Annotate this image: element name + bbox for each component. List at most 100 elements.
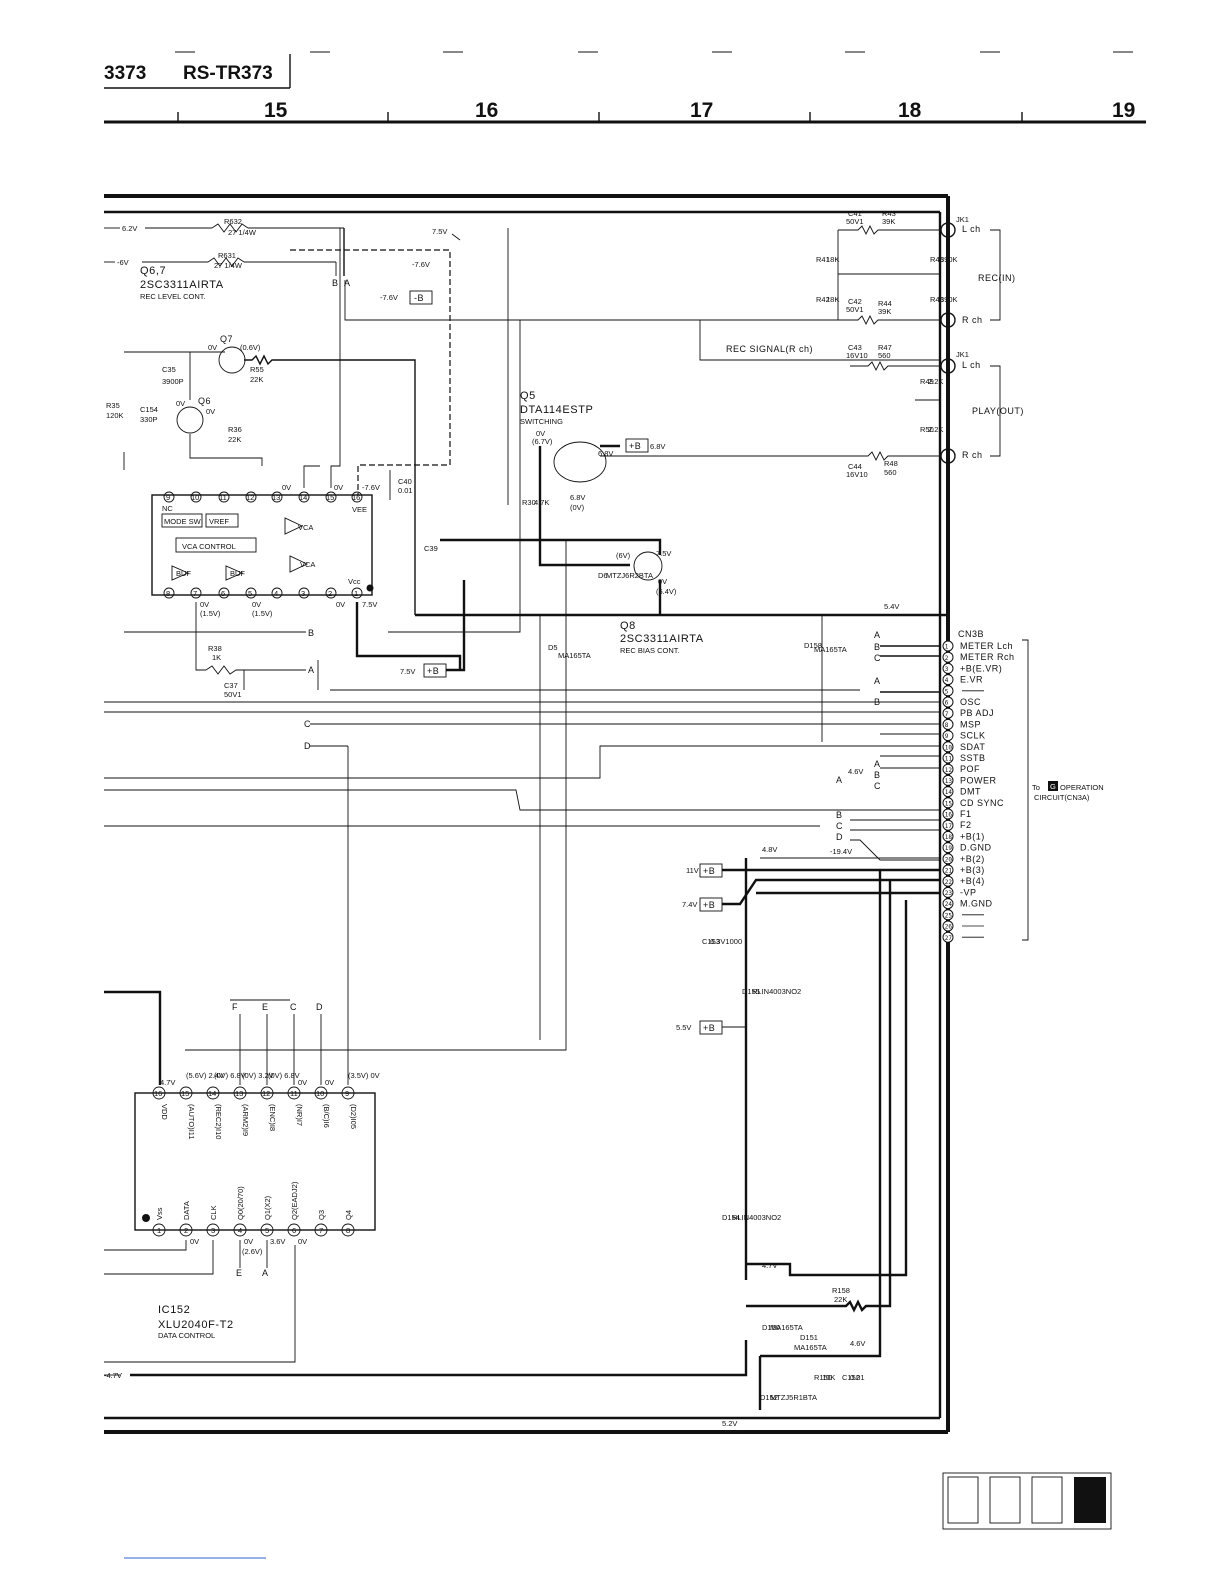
- svg-text:0V: 0V: [206, 407, 215, 416]
- cn3b-pin-number: 2: [945, 655, 949, 662]
- svg-text:50V1: 50V1: [846, 217, 864, 226]
- svg-text:5: 5: [265, 1226, 269, 1235]
- svg-text:R50: R50: [920, 425, 934, 434]
- svg-text:(AUTO)I11: (AUTO)I11: [187, 1104, 196, 1140]
- svg-text:+B: +B: [703, 866, 715, 876]
- cn3b-pin-number: 4: [945, 677, 949, 684]
- cn3b-pin-number: 21: [945, 868, 953, 875]
- cn3b-pin-21: [942, 864, 954, 876]
- ic152-pin1-dot: [142, 1214, 150, 1222]
- svg-text:6.8V: 6.8V: [570, 493, 585, 502]
- cn3b-pin-25: [942, 909, 954, 921]
- svg-text:R45: R45: [930, 255, 944, 264]
- svg-text:6.8V: 6.8V: [650, 442, 665, 451]
- cn3b-pin-number: 6: [945, 700, 949, 707]
- svg-text:G: G: [1050, 782, 1056, 791]
- svg-text:(6V): (6V): [616, 551, 631, 560]
- svg-text:13: 13: [235, 1089, 243, 1098]
- svg-text:R38: R38: [208, 644, 222, 653]
- cn3b-pin-label: M.GND: [960, 899, 993, 909]
- svg-text:2.2K: 2.2K: [928, 425, 943, 434]
- svg-text:390K: 390K: [940, 295, 958, 304]
- svg-text:R631: R631: [218, 251, 236, 260]
- svg-text:-7.6V: -7.6V: [362, 483, 380, 492]
- cn3b-pin-number: 10: [945, 744, 953, 751]
- cn3b-pin-12: [942, 763, 954, 775]
- cn3b-pin-15: [942, 797, 954, 809]
- svg-text:(ENC)I8: (ENC)I8: [268, 1104, 277, 1131]
- svg-text:3: 3: [301, 589, 305, 598]
- svg-text:XLU2040F-T2: XLU2040F-T2: [158, 1319, 234, 1331]
- q8-transistor: [633, 551, 663, 581]
- cn3b-pin-label: +B(2): [960, 854, 985, 864]
- svg-text:2: 2: [328, 589, 332, 598]
- cn3b-pin-label: SCLK: [960, 731, 986, 741]
- svg-text:Vcc: Vcc: [348, 577, 361, 586]
- svg-text:7.4V: 7.4V: [682, 900, 697, 909]
- svg-text:REC(IN): REC(IN): [978, 273, 1016, 283]
- svg-text:A: A: [262, 1268, 269, 1278]
- cn3b-pin-5: [942, 685, 954, 697]
- svg-text:VCA CONTROL: VCA CONTROL: [182, 542, 236, 551]
- svg-text:A: A: [308, 665, 315, 675]
- svg-text:VCA: VCA: [298, 523, 313, 532]
- ic152-body: [134, 1092, 376, 1231]
- vca-ic: MODE SW VREF VCA CONTROL NC VEE Vcc VCA …: [151, 228, 947, 670]
- cn3b-pin-14: [942, 786, 954, 798]
- svg-text:A: A: [874, 676, 881, 686]
- model-number: RS-TR373: [183, 63, 273, 84]
- svg-text:JK1: JK1: [956, 215, 969, 224]
- svg-text:0V: 0V: [252, 600, 261, 609]
- svg-text:0V: 0V: [190, 1237, 199, 1246]
- svg-text:R48: R48: [884, 459, 898, 468]
- cn3b-pin-number: 5: [945, 688, 949, 695]
- power-section: 11V +B 7.4V +B C153 6.3V1000 D155 RLIN40…: [104, 857, 940, 1428]
- svg-text:D: D: [836, 832, 843, 842]
- cn3b-pin-1: [942, 640, 954, 652]
- svg-text:10: 10: [316, 1089, 324, 1098]
- svg-text:0V: 0V: [244, 1237, 253, 1246]
- svg-text:6.3V1000: 6.3V1000: [710, 937, 742, 946]
- svg-text:R49: R49: [920, 377, 934, 386]
- svg-text:(REC2)I10: (REC2)I10: [214, 1104, 223, 1139]
- svg-text:4.7K: 4.7K: [534, 498, 549, 507]
- grid-col-16: 16: [475, 99, 498, 122]
- svg-text:0V: 0V: [298, 1078, 307, 1087]
- cn3b-pin-label: SDAT: [960, 742, 985, 752]
- cn3b-pin-17: [942, 819, 954, 831]
- svg-text:VREF: VREF: [209, 517, 229, 526]
- svg-text:MTZJ6R2BTA: MTZJ6R2BTA: [606, 571, 653, 580]
- cn3b-pin-number: 1: [945, 644, 949, 651]
- cn3b-pin-number: 9: [945, 733, 949, 740]
- cn3b-pin-number: 11: [945, 756, 953, 763]
- pcb-outline: [104, 194, 950, 1434]
- svg-text:R ch: R ch: [962, 315, 983, 325]
- cn3b-pin-11: [942, 752, 954, 764]
- cn3b-bracket: [1022, 639, 1029, 941]
- svg-text:C: C: [874, 653, 881, 663]
- svg-text:(1.5V): (1.5V): [252, 609, 273, 618]
- svg-text:R55: R55: [250, 365, 264, 374]
- svg-text:R ch: R ch: [962, 450, 983, 460]
- cn3b-pin-label: F1: [960, 809, 972, 819]
- svg-text:R36: R36: [228, 425, 242, 434]
- svg-text:E: E: [262, 1002, 269, 1012]
- svg-text:0V: 0V: [176, 399, 185, 408]
- svg-text:Q8: Q8: [620, 620, 636, 632]
- svg-text:11: 11: [290, 1089, 298, 1098]
- svg-text:D154: D154: [722, 1213, 740, 1222]
- dest-marker-box: [1048, 781, 1058, 791]
- svg-text:39K: 39K: [878, 307, 891, 316]
- svg-text:R632: R632: [224, 217, 242, 226]
- svg-text:C35: C35: [162, 365, 176, 374]
- svg-text:D: D: [304, 741, 311, 751]
- cn3b-pin-number: 17: [945, 823, 953, 830]
- svg-text:CIRCUIT(CN3A): CIRCUIT(CN3A): [1034, 793, 1090, 802]
- svg-text:BUF: BUF: [176, 569, 191, 578]
- svg-text:A: A: [344, 278, 351, 288]
- svg-text:15: 15: [181, 1089, 189, 1098]
- svg-text:MA165TA: MA165TA: [558, 651, 591, 660]
- vca-amp-top: [284, 517, 304, 535]
- svg-text:C39: C39: [424, 544, 438, 553]
- svg-text:D150: D150: [762, 1323, 780, 1332]
